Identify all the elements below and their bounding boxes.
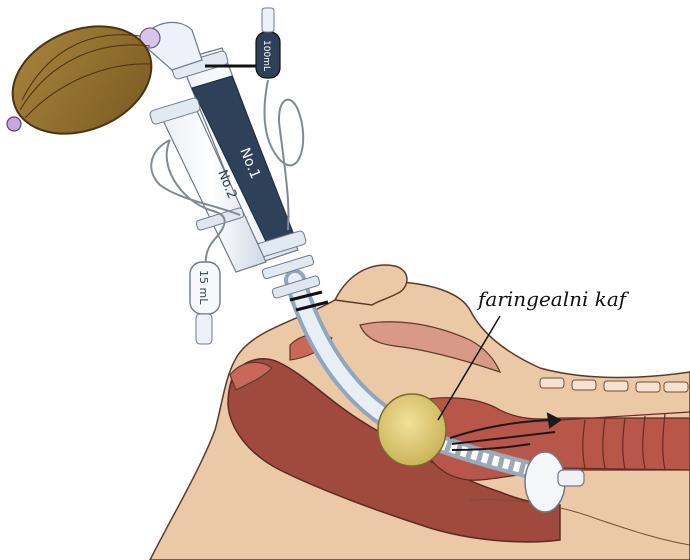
large-syringe-cap [196,314,212,344]
small-syringe-cap [262,8,274,32]
small-syringe-label: 100mL [261,40,271,71]
large-syringe-label: 15 mL [197,270,210,305]
cuff-label: faringealni kaf [476,287,630,311]
bag-valve-end [7,117,21,131]
tube-tip [558,470,584,486]
pharyngeal-cuff [378,394,446,466]
bag-body [0,7,167,154]
bag-resuscitator [0,7,167,154]
